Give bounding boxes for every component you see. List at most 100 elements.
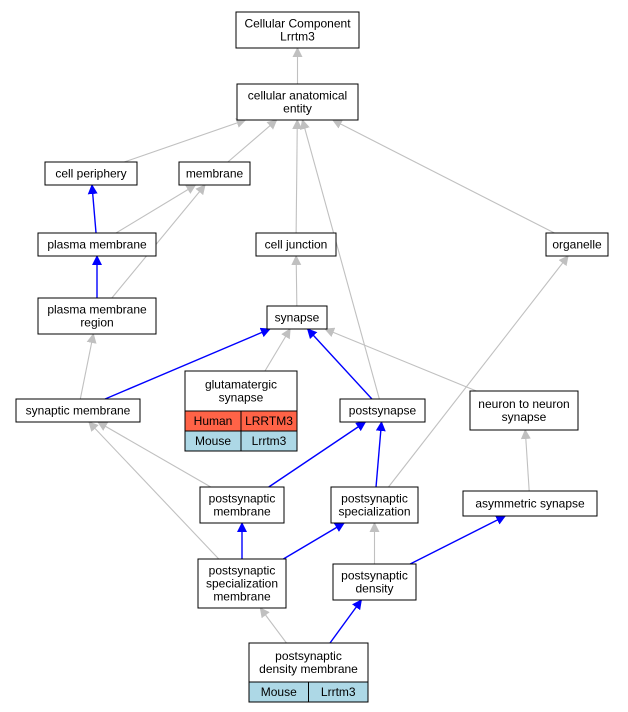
edge-psm-to-ps-part-of <box>268 421 367 488</box>
node-box <box>235 11 360 49</box>
node-label-line: asymmetric synapse <box>475 497 585 511</box>
node-label-line: postsynaptic <box>341 492 408 506</box>
annotation-text: Lrrtm3 <box>321 685 356 699</box>
edge-pss-to-ps-part-of <box>375 421 386 488</box>
node-label-line: region <box>80 316 113 330</box>
edge-ps-to-cae-is-a <box>300 119 380 400</box>
node-label-line: synaptic membrane <box>26 404 131 418</box>
annotation-text: Mouse <box>261 685 297 699</box>
edge-pm-to-cp-part-of <box>87 184 98 234</box>
edge-cj-to-cae-is-a <box>292 119 303 234</box>
node-label-line: membrane <box>186 167 244 181</box>
node-label-line: cell periphery <box>55 167 126 181</box>
node-label-line: Lrrtm3 <box>280 30 315 44</box>
node-label-line: specialization <box>338 505 410 519</box>
edge-pssm-to-pss-part-of <box>282 522 345 560</box>
node-synm[interactable]: synaptic membrane <box>15 398 141 423</box>
node-box <box>332 563 417 601</box>
edge-pm-to-mem-is-a <box>115 184 197 234</box>
annotation-text: Lrrtm3 <box>252 434 287 448</box>
node-label-line: postsynaptic <box>209 492 276 506</box>
node-box <box>255 232 337 257</box>
edge-ps-to-syn-part-of <box>306 328 373 400</box>
edge-as-to-nns-is-a <box>520 429 531 492</box>
node-box <box>236 83 359 121</box>
edge-psd-to-as-part-of <box>409 515 507 565</box>
annotation-text: Human <box>194 414 233 428</box>
edge-nns-to-syn-is-a <box>324 327 477 392</box>
edge-pssm-to-synm-is-a <box>88 421 220 560</box>
node-box <box>44 161 138 186</box>
node-label-line: plasma membrane <box>47 238 147 252</box>
edges <box>79 47 569 644</box>
node-box <box>15 398 141 423</box>
node-label-line: entity <box>283 102 312 116</box>
node-label-line: synapse <box>275 311 320 325</box>
node-org[interactable]: organelle <box>545 232 609 257</box>
mouse-annotation-cell <box>240 430 298 452</box>
node-label-line: membrane <box>213 590 271 604</box>
edge-glu-to-syn-is-a <box>264 328 291 372</box>
node-label-line: specialization <box>206 577 278 591</box>
mouse-annotation-cell <box>308 681 369 703</box>
node-box <box>178 161 251 186</box>
annotation-text: LRRTM3 <box>245 414 293 428</box>
node-box <box>462 490 598 517</box>
edge-pmr-to-mem-is-a <box>111 184 206 299</box>
node-box <box>266 305 328 330</box>
node-mem[interactable]: membrane <box>178 161 251 186</box>
node-cp[interactable]: cell periphery <box>44 161 138 186</box>
node-label-line: cellular anatomical <box>248 89 347 103</box>
node-label-line: postsynapse <box>349 404 417 418</box>
node-label-line: Cellular Component <box>244 17 351 31</box>
edge-psm-to-synm-is-a <box>97 421 212 488</box>
node-cj[interactable]: cell junction <box>255 232 337 257</box>
node-label-line: synapse <box>219 391 264 405</box>
node-label-line: density membrane <box>259 662 358 676</box>
node-box <box>37 297 157 335</box>
node-label-line: glutamatergic <box>205 378 277 392</box>
node-box <box>545 232 609 257</box>
node-label-line: membrane <box>213 505 271 519</box>
edge-synm-to-syn-part-of <box>104 327 271 400</box>
node-label-line: plasma membrane <box>47 303 147 317</box>
node-label-line: postsynaptic <box>209 564 276 578</box>
node-ps[interactable]: postsynapse <box>339 398 426 423</box>
node-label-line: neuron to neuron <box>478 397 569 411</box>
edge-org-to-cae-is-a <box>331 119 555 234</box>
node-label-line: density <box>355 582 393 596</box>
node-box <box>469 390 579 431</box>
node-label-line: organelle <box>552 238 602 252</box>
node-label-line: postsynaptic <box>275 649 342 663</box>
edge-mem-to-cae-is-a <box>227 119 278 163</box>
node-box <box>330 486 419 524</box>
node-box <box>339 398 426 423</box>
edge-cp-to-cae-is-a <box>124 118 247 163</box>
node-label-line: postsynaptic <box>341 569 408 583</box>
annotation-text: Mouse <box>195 434 231 448</box>
edge-pss-to-org-is-a <box>388 255 569 488</box>
node-pm[interactable]: plasma membrane <box>37 232 157 257</box>
node-label-line: synapse <box>502 410 547 424</box>
edge-synm-to-pmr-is-a <box>79 333 97 400</box>
node-syn[interactable]: synapse <box>266 305 328 330</box>
node-box <box>199 486 285 524</box>
node-box <box>37 232 157 257</box>
node-as[interactable]: asymmetric synapse <box>462 490 598 517</box>
edge-psdm-to-pssm-is-a <box>259 607 287 644</box>
node-box <box>197 558 287 609</box>
edge-psdm-to-psd-part-of <box>329 599 362 644</box>
edge-syn-to-cj-is-a <box>291 255 302 307</box>
